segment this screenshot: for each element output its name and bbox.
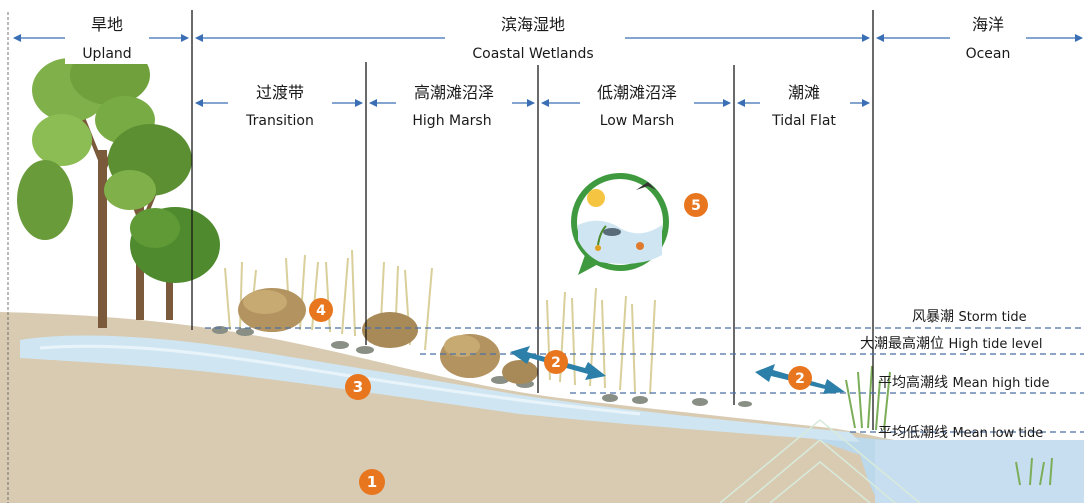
svg-text:2: 2	[795, 371, 805, 387]
upland-label-en: Upland	[82, 46, 131, 62]
shrubs	[238, 288, 538, 384]
marker-3: 3	[345, 374, 371, 400]
upland-trees	[17, 45, 220, 328]
svg-text:4: 4	[316, 303, 326, 319]
marker-4: 4	[309, 298, 333, 322]
storm-tide-label: 风暴潮 Storm tide	[912, 309, 1027, 325]
svg-text:3: 3	[353, 378, 363, 396]
high-marsh-label-en: High Marsh	[412, 113, 491, 129]
ocean-label-en: Ocean	[966, 46, 1011, 62]
mean-high-tide-label: 平均高潮线 Mean high tide	[878, 374, 1049, 391]
mean-low-tide-label: 平均低潮线 Mean low tide	[878, 425, 1043, 441]
marker-2-low-marsh: 2	[544, 350, 568, 374]
tidal-flat-label-zh: 潮滩	[788, 83, 820, 102]
svg-text:2: 2	[551, 355, 561, 371]
coastal-label-zh: 滨海湿地	[501, 15, 565, 34]
markers: 1 2 2 3 4 5	[309, 193, 812, 495]
upland-label-zh: 旱地	[91, 15, 123, 34]
high-tide-level-label: 大潮最高潮位 High tide level	[860, 335, 1042, 352]
coastal-label-en: Coastal Wetlands	[472, 46, 593, 62]
marker-5: 5	[684, 193, 708, 217]
seaside-grass	[845, 365, 1053, 486]
marker-2-tidal-flat: 2	[788, 366, 812, 390]
watermark-logo	[719, 419, 921, 503]
tidal-flat-label-en: Tidal Flat	[771, 113, 836, 129]
marker-1: 1	[359, 469, 385, 495]
ecosystem-icon	[571, 173, 669, 275]
low-marsh-label-en: Low Marsh	[600, 113, 675, 129]
svg-text:5: 5	[691, 198, 701, 214]
ocean-water-deep	[875, 440, 1084, 503]
high-marsh-label-zh: 高潮滩沼泽	[414, 83, 494, 102]
ocean-label-zh: 海洋	[972, 15, 1004, 34]
svg-text:1: 1	[367, 473, 377, 491]
groundwater-highlight	[39, 344, 641, 416]
low-plants	[212, 326, 752, 407]
low-marsh-label-zh: 低潮滩沼泽	[597, 83, 677, 102]
zone-dividers	[191, 10, 874, 430]
transition-label-en: Transition	[245, 113, 314, 129]
transition-label-zh: 过渡带	[256, 83, 304, 102]
